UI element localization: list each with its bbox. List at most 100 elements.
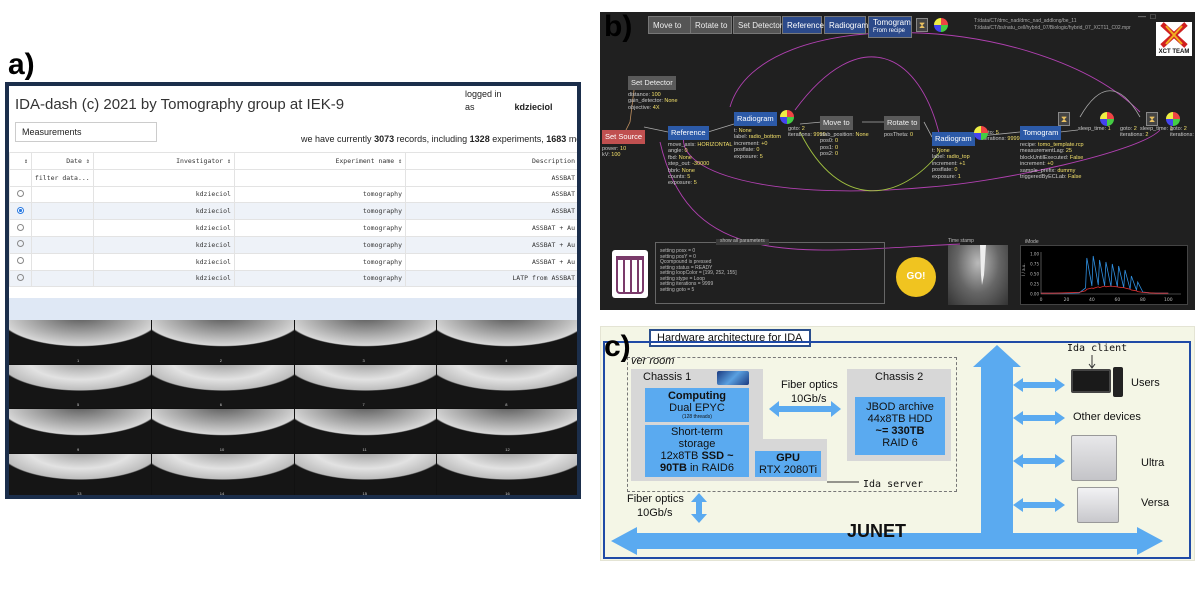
toolbar-move-to-button[interactable]: Move to: [648, 16, 694, 34]
filter-description[interactable]: ASSBAT: [404, 168, 577, 187]
toolbar-tomogram-button[interactable]: Tomogram From recipe: [868, 16, 912, 38]
param-value[interactable]: 0: [684, 148, 688, 155]
param-value[interactable]: 5: [759, 153, 763, 160]
param-value[interactable]: 1: [957, 173, 961, 180]
param-value[interactable]: 5: [687, 174, 691, 181]
loop-icon[interactable]: [1166, 112, 1180, 126]
param-value[interactable]: 2: [1133, 126, 1137, 132]
sleep-icon[interactable]: ⧗: [1058, 112, 1070, 126]
param-value[interactable]: None: [678, 154, 692, 161]
filter-input[interactable]: filter data...: [30, 168, 94, 187]
param-value[interactable]: 2: [1183, 126, 1187, 132]
delete-node-button[interactable]: [612, 250, 648, 298]
show-params-toggle[interactable]: show all parameters: [716, 238, 769, 245]
tomography-slice-thumbnail[interactable]: 10: [151, 409, 294, 453]
param-value[interactable]: 9999: [1007, 136, 1020, 143]
col-header-investigator[interactable]: Investigator ⇕: [92, 152, 235, 170]
param-value[interactable]: radio_bottom: [748, 134, 781, 141]
tomography-slice-thumbnail[interactable]: 8: [437, 364, 577, 408]
param-value[interactable]: None: [855, 132, 869, 138]
param-value[interactable]: None: [738, 128, 752, 134]
tomography-slice-thumbnail[interactable]: 7: [294, 364, 437, 408]
tomography-slice-thumbnail[interactable]: 1: [9, 320, 151, 364]
param-value[interactable]: 0: [835, 138, 839, 145]
param-value[interactable]: False: [1068, 174, 1082, 181]
tomography-slice-thumbnail[interactable]: 16: [437, 453, 577, 495]
loop-icon[interactable]: [780, 110, 794, 124]
param-value[interactable]: 4X: [652, 104, 660, 111]
param-value[interactable]: 25: [1065, 148, 1072, 155]
param-value[interactable]: None: [681, 167, 695, 174]
param-value[interactable]: -30000: [692, 161, 710, 168]
param-value[interactable]: 10: [620, 146, 627, 152]
go-button[interactable]: GO!: [896, 257, 936, 297]
param-value[interactable]: 0: [910, 132, 914, 138]
window-controls[interactable]: — □: [1138, 12, 1156, 21]
toolbar-rotate-to-button[interactable]: Rotate to: [690, 16, 732, 34]
col-header-description[interactable]: Description: [404, 152, 577, 170]
param-value[interactable]: 1: [1107, 126, 1111, 132]
loop-icon[interactable]: [1100, 112, 1114, 126]
col-header-date[interactable]: Date ⇕: [30, 152, 94, 170]
tomography-slice-thumbnail[interactable]: 13: [9, 453, 151, 495]
param-value[interactable]: +0: [761, 140, 768, 147]
tomography-slice-thumbnail[interactable]: 14: [151, 453, 294, 495]
row-select-radio[interactable]: [16, 206, 24, 214]
param-value[interactable]: 0: [756, 147, 760, 154]
param-value[interactable]: +0: [1047, 161, 1054, 168]
toolbar-loop-icon[interactable]: [934, 18, 948, 32]
param-value[interactable]: 100: [611, 152, 621, 159]
node-sleep2[interactable]: sleep_time: 1: [1140, 126, 1173, 132]
row-select-radio[interactable]: [16, 240, 24, 248]
tomography-slice-thumbnail[interactable]: 3: [294, 320, 437, 364]
param-value[interactable]: 9999: [813, 132, 826, 139]
param-value[interactable]: 2: [801, 126, 805, 132]
tomography-slice-thumbnail[interactable]: 4: [437, 320, 577, 364]
param-value[interactable]: 5: [995, 130, 999, 136]
param-value[interactable]: radio_top: [946, 154, 970, 161]
loop-icon[interactable]: [974, 126, 988, 140]
sort-icon[interactable]: ⇕: [9, 152, 32, 170]
param-value[interactable]: 1: [1169, 126, 1173, 132]
param-value[interactable]: 0: [835, 144, 839, 151]
row-select-radio[interactable]: [16, 223, 24, 231]
sleep-icon[interactable]: ⧗: [1146, 112, 1158, 126]
toolbar-radiogram-button[interactable]: Radiogram: [824, 16, 868, 34]
param-value[interactable]: 5: [693, 180, 697, 187]
row-select-radio[interactable]: [16, 273, 24, 281]
param-value[interactable]: 100: [651, 92, 661, 98]
row-select-radio[interactable]: [16, 189, 24, 197]
row-select-radio[interactable]: [16, 257, 24, 265]
param-value[interactable]: +1: [959, 160, 966, 167]
param-value[interactable]: dummy: [1057, 167, 1076, 174]
tomography-slice-thumbnail[interactable]: 6: [151, 364, 294, 408]
node-sleep1[interactable]: sleep_time: 1: [1078, 126, 1111, 132]
tomography-slice-thumbnail[interactable]: 15: [294, 453, 437, 495]
param-value[interactable]: 2: [1145, 132, 1149, 139]
col-header-experiment[interactable]: Experiment name ⇕: [233, 152, 406, 170]
tomography-slice-thumbnail[interactable]: 2: [151, 320, 294, 364]
tomography-slice-thumbnail[interactable]: 11: [294, 409, 437, 453]
measurements-tab[interactable]: Measurements: [15, 122, 157, 142]
param-value[interactable]: 0: [835, 151, 839, 158]
tomography-slice-thumbnail[interactable]: 5: [9, 364, 151, 408]
param-value[interactable]: None: [936, 148, 950, 154]
param-value[interactable]: tomo_template.rcp: [1038, 142, 1084, 148]
param-value[interactable]: False: [1069, 154, 1084, 161]
